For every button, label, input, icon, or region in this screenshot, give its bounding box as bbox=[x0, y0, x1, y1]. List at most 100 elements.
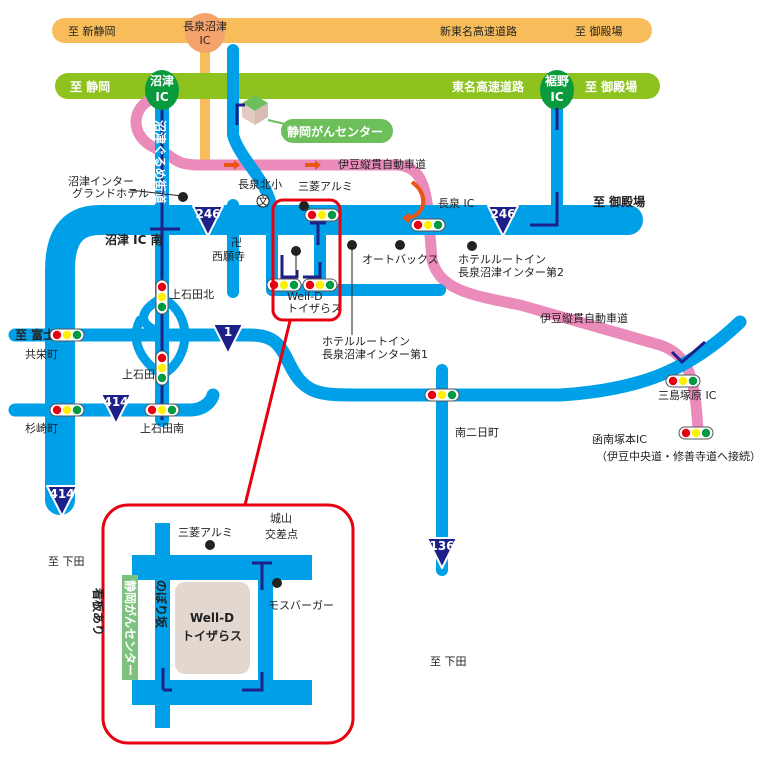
route-246-shield: 246 bbox=[487, 205, 519, 237]
zoom-pointer bbox=[243, 320, 292, 506]
route-number: 1 bbox=[224, 325, 232, 339]
cancer-center-marker: 静岡がんセンター bbox=[242, 95, 393, 143]
susono-ic[interactable]: 裾野 IC bbox=[540, 70, 574, 110]
route-number: 136 bbox=[429, 539, 454, 553]
nagaizumi-ic-label: 長泉 IC bbox=[438, 196, 475, 210]
svg-text:IC: IC bbox=[550, 90, 563, 104]
svg-text:長泉沼津: 長泉沼津 bbox=[183, 19, 227, 33]
nobori-slope: のぼり坂 bbox=[154, 580, 169, 629]
inset-mitsubishi: 三菱アルミ bbox=[178, 526, 233, 539]
nagaizumi-ic-connector bbox=[200, 40, 210, 165]
shin-tomei-expressway bbox=[52, 18, 652, 43]
traffic-lights bbox=[49, 208, 714, 709]
route-shields: 246 246 1 414 414 136 bbox=[46, 205, 519, 569]
traffic-light-icon bbox=[49, 328, 85, 342]
direction-arrows bbox=[224, 160, 321, 170]
route-414-shield: 414 bbox=[46, 485, 78, 517]
traffic-light-icon bbox=[155, 350, 169, 386]
svg-text:裾野: 裾野 bbox=[545, 73, 569, 88]
hotel-route2-line2: 長泉沼津インター第2 bbox=[458, 265, 564, 279]
kannami-ic-line2: （伊豆中央道・修善寺道へ接続） bbox=[596, 449, 761, 463]
to-gotemba: 至 御殿場 bbox=[593, 194, 645, 209]
traffic-light-icon bbox=[155, 279, 169, 315]
inset-store-line1: Well-D bbox=[190, 611, 234, 625]
mitsubishi-marker bbox=[299, 201, 309, 211]
mitsubishi-alumi: 三菱アルミ bbox=[298, 180, 353, 193]
signboard bbox=[122, 575, 138, 680]
route-number: 246 bbox=[490, 207, 515, 221]
to-shin-shizuoka: 至 新静岡 bbox=[68, 24, 116, 38]
to-shimoda-right: 至 下田 bbox=[430, 655, 467, 668]
numazu-ic-south: 沼津 IC 南 bbox=[105, 232, 163, 247]
tomei-expressway bbox=[55, 73, 660, 99]
traffic-light-icon bbox=[144, 403, 180, 417]
route-number: 246 bbox=[195, 207, 220, 221]
autobacs: オートバックス bbox=[362, 253, 439, 266]
traffic-light-icon bbox=[302, 278, 338, 292]
traffic-light-icon bbox=[266, 278, 302, 292]
nagaizumi-kita-school: 長泉北小 bbox=[238, 177, 282, 191]
inset-map: Well-D トイザらス 静岡がんセンター 看板あり のぼり坂 三菱アルミ 城山… bbox=[91, 503, 355, 745]
shiroyama-line2: 交差点 bbox=[265, 527, 298, 541]
tomei-name: 東名高速道路 bbox=[452, 79, 525, 94]
hotel-route1-line2: 長泉沼津インター第1 bbox=[322, 347, 428, 361]
school-icon bbox=[256, 194, 270, 208]
kamiishida-kita: 上石田北 bbox=[170, 288, 214, 301]
traffic-light-icon bbox=[49, 403, 85, 417]
kamiishida-minami: 上石田南 bbox=[140, 422, 184, 435]
suginosakicho: 杉崎町 bbox=[25, 421, 58, 435]
numazu-gurume-kaido: 沼津ぐるめ街道 bbox=[153, 120, 168, 204]
u-turn-arrow bbox=[407, 180, 426, 220]
shiroyama-line1: 城山 bbox=[270, 512, 292, 525]
numazu-ic[interactable]: 沼津 IC bbox=[145, 70, 179, 110]
store-building bbox=[175, 582, 250, 674]
nagaizumi-numazu-ic[interactable]: 長泉沼津 IC bbox=[183, 13, 227, 53]
route-number: 414 bbox=[49, 487, 74, 501]
hotel-route2-line1: ホテルルートイン bbox=[458, 253, 546, 266]
shintomei-name: 新東名高速道路 bbox=[440, 24, 517, 38]
welld-label: Well-D bbox=[287, 290, 323, 303]
route-246-shield: 246 bbox=[192, 205, 224, 237]
store-highlight-frame bbox=[271, 198, 342, 322]
mos-burger: モスバーガー bbox=[268, 599, 334, 612]
temple-icon: 卍 bbox=[231, 236, 242, 249]
to-fuji: 至 富士 bbox=[15, 327, 55, 342]
kannami-ic-line1: 函南塚本IC bbox=[592, 432, 647, 446]
leader-line bbox=[129, 189, 183, 197]
cancer-center-label: 静岡がんセンター bbox=[287, 124, 383, 139]
hotel-route2-marker bbox=[467, 241, 477, 251]
traffic-light-icon bbox=[410, 218, 446, 232]
svg-text:IC: IC bbox=[155, 90, 168, 104]
hotel-grand-marker bbox=[178, 192, 188, 202]
route-number: 414 bbox=[103, 395, 128, 409]
signboard-label: 静岡がんセンター bbox=[123, 580, 138, 676]
mishima-tsukahara-ic: 三島塚原 IC bbox=[658, 388, 717, 402]
school-symbol: 文 bbox=[258, 194, 269, 208]
izu-road-label-2: 伊豆縦貫自動車道 bbox=[540, 311, 628, 325]
kamiishida: 上石田 bbox=[122, 368, 155, 381]
to-gotemba-shintomei: 至 御殿場 bbox=[575, 24, 623, 38]
route-136-shield: 136 bbox=[426, 537, 458, 569]
svg-text:IC: IC bbox=[200, 34, 211, 47]
to-gotemba-tomei: 至 御殿場 bbox=[585, 79, 637, 94]
autobacs-marker bbox=[395, 240, 405, 250]
to-shimoda-left: 至 下田 bbox=[48, 555, 85, 568]
sign-note: 看板あり bbox=[91, 588, 106, 636]
minami-futsukamachi: 南二日町 bbox=[455, 426, 499, 439]
svg-text:沼津: 沼津 bbox=[150, 73, 174, 88]
traffic-light-icon bbox=[304, 208, 340, 222]
u-turn-arrowhead bbox=[402, 212, 410, 224]
traffic-light-icon bbox=[678, 426, 714, 440]
traffic-light-icon bbox=[424, 388, 460, 402]
izu-jukan-expressway bbox=[130, 94, 704, 436]
route-1-shield: 1 bbox=[212, 323, 244, 355]
traffic-light-icon bbox=[665, 374, 701, 388]
route-414-shield: 414 bbox=[100, 393, 132, 425]
hotel-route1-line1: ホテルルートイン bbox=[322, 335, 410, 348]
inset-store-line2: トイザらス bbox=[182, 629, 242, 643]
saiganji: 西願寺 bbox=[212, 250, 245, 263]
hotel-grand-line1: 沼津インター bbox=[68, 174, 134, 188]
kyoeicho: 共栄町 bbox=[25, 347, 58, 361]
toysrus-label: トイザらス bbox=[287, 302, 342, 315]
